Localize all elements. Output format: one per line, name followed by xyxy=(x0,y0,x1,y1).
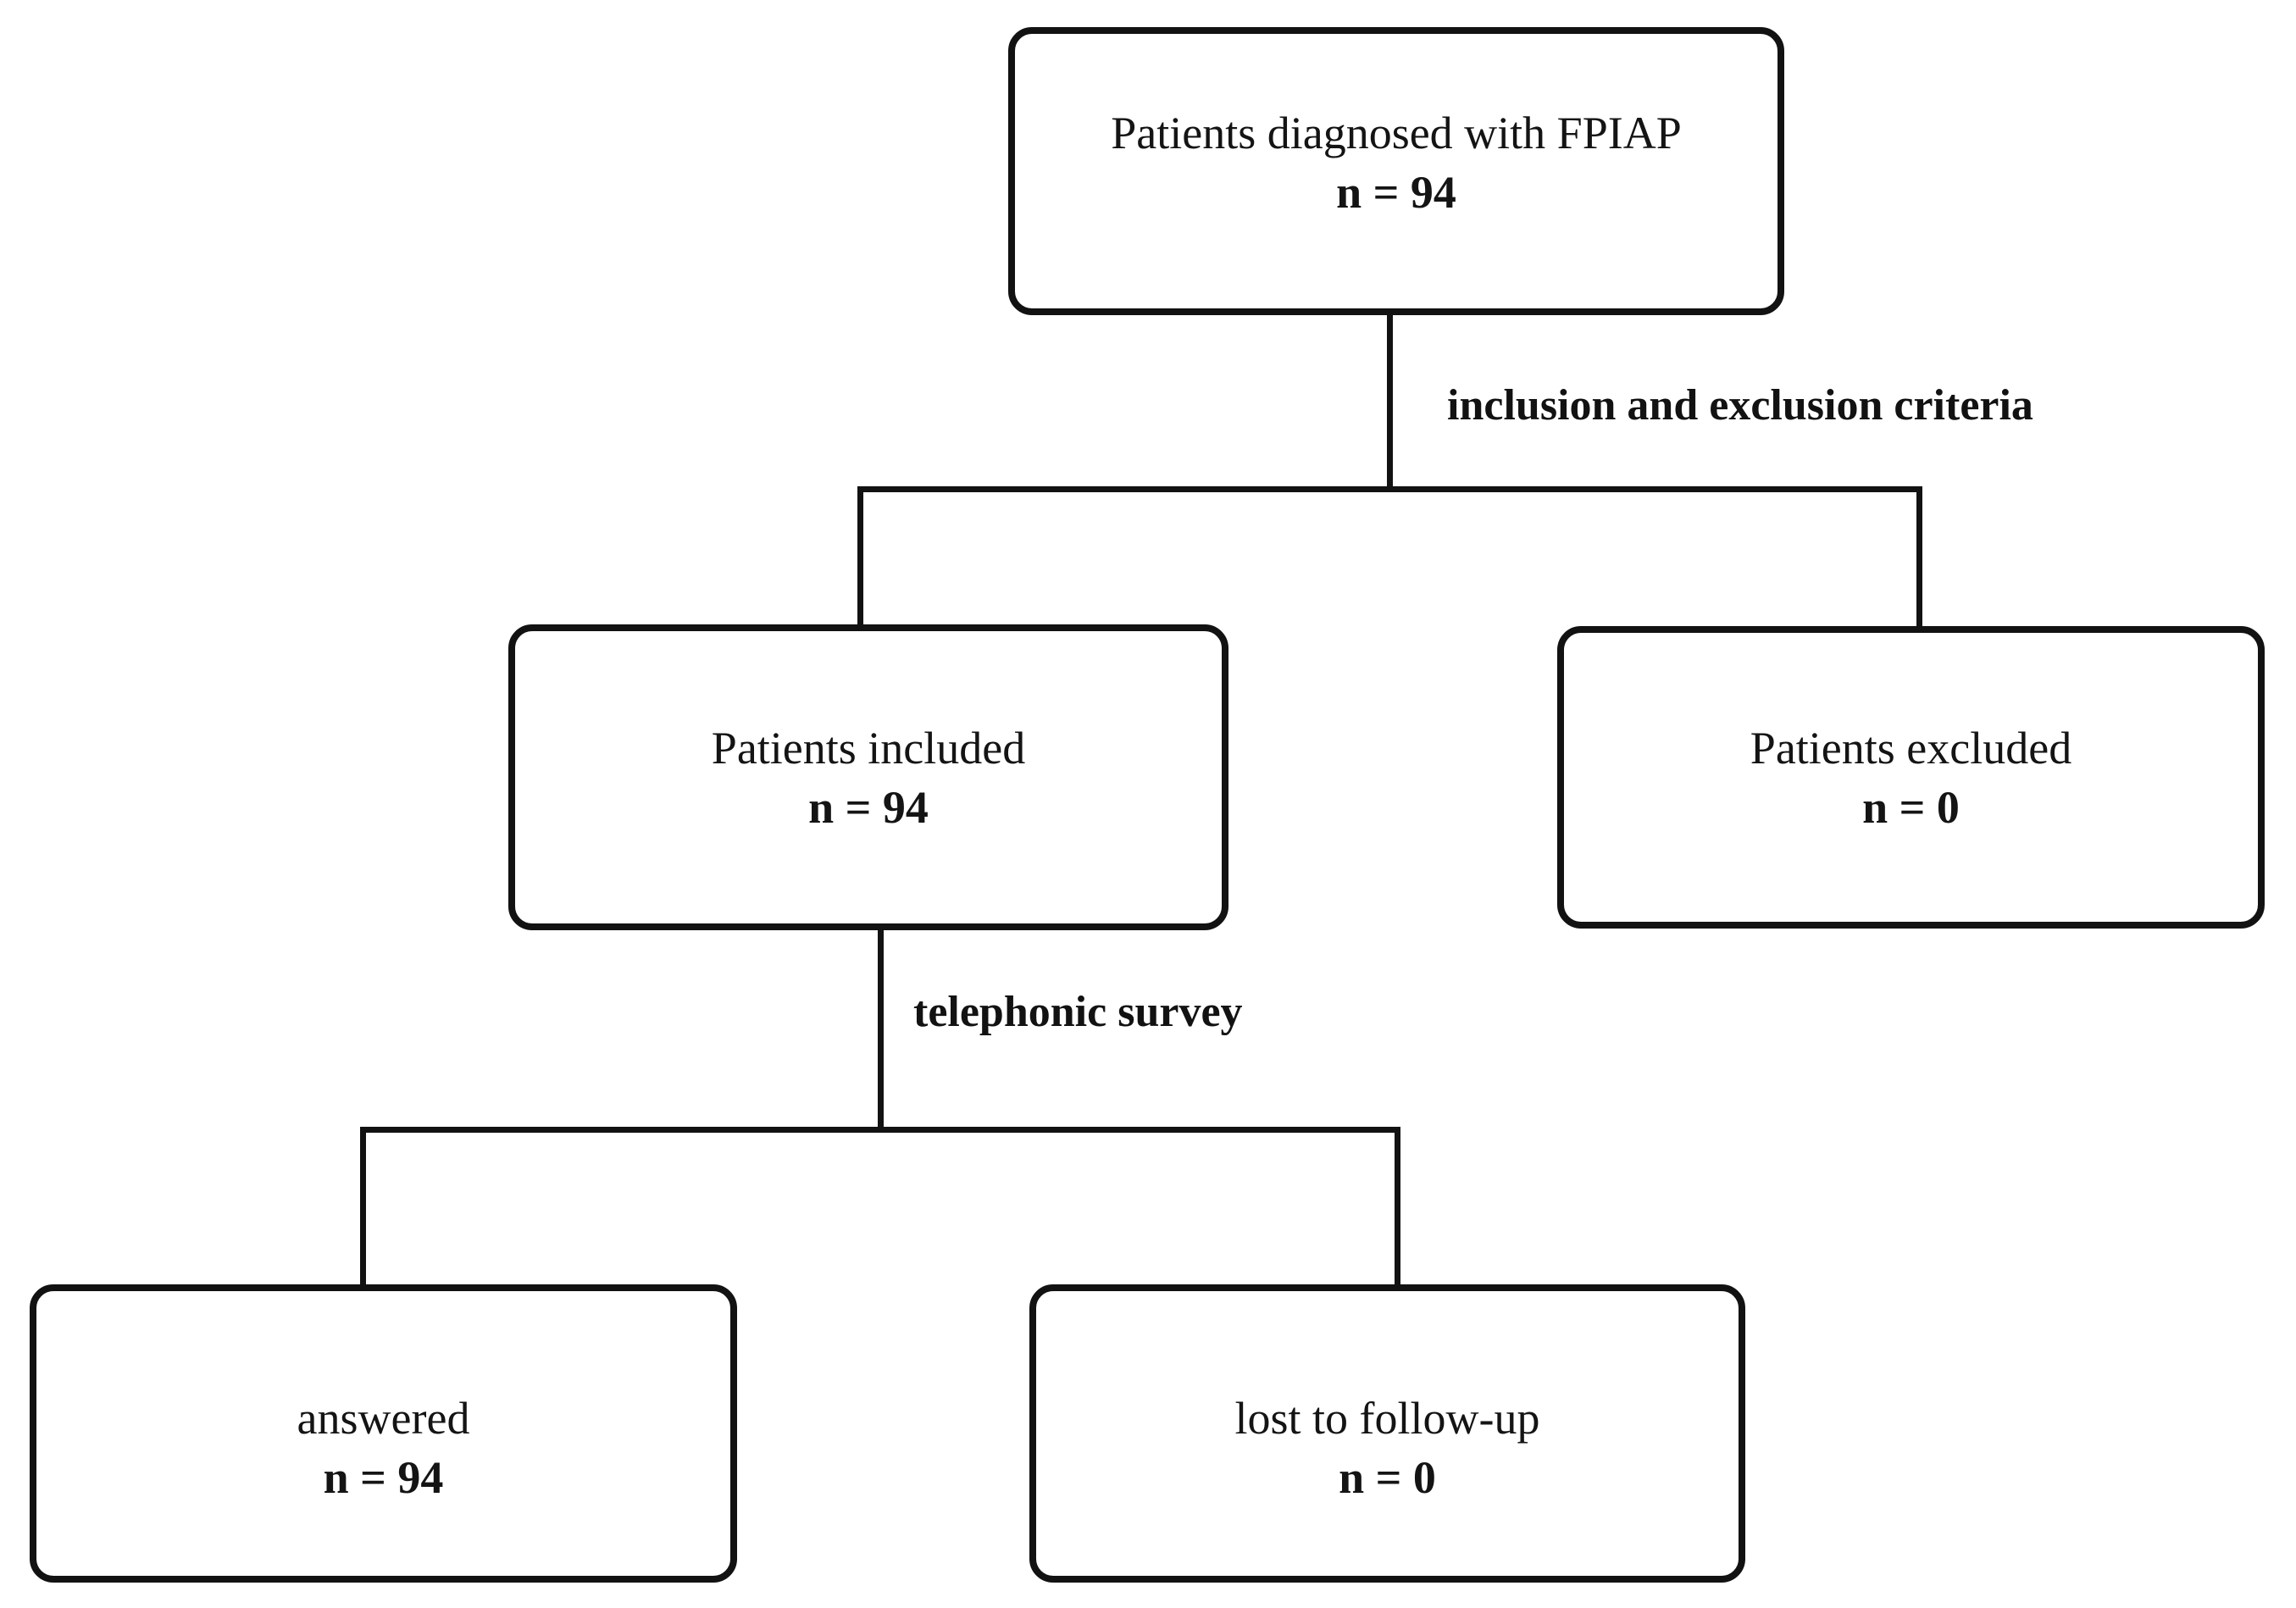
connector-branch2-right-down xyxy=(1395,1127,1400,1288)
node-answered: answered n = 94 xyxy=(30,1284,737,1583)
connector-branch1-right-down xyxy=(1916,486,1922,632)
node-patients-included-count: n = 94 xyxy=(808,781,929,833)
connector-branch2-horizontal xyxy=(360,1127,1400,1133)
node-patients-diagnosed-count: n = 94 xyxy=(1336,167,1456,218)
node-patients-diagnosed-text: Patients diagnosed with FPIAP xyxy=(1111,108,1682,158)
connector-branch1-left-down xyxy=(857,486,863,629)
node-answered-count: n = 94 xyxy=(323,1452,444,1503)
connector-diagnosed-down xyxy=(1387,312,1393,491)
node-lost-to-follow-up: lost to follow-up n = 0 xyxy=(1029,1284,1745,1583)
node-patients-included: Patients included n = 94 xyxy=(508,624,1228,930)
connector-included-down xyxy=(878,927,884,1132)
edge-label-inclusion-exclusion-criteria: inclusion and exclusion criteria xyxy=(1447,381,2033,430)
connector-branch2-left-down xyxy=(360,1127,366,1288)
node-patients-excluded-text: Patients excluded xyxy=(1750,722,2072,774)
node-patients-excluded-count: n = 0 xyxy=(1862,781,1960,833)
node-answered-text: answered xyxy=(297,1393,470,1444)
node-lost-to-follow-up-count: n = 0 xyxy=(1339,1452,1436,1503)
node-patients-excluded: Patients excluded n = 0 xyxy=(1557,626,2265,929)
edge-label-telephonic-survey: telephonic survey xyxy=(913,988,1243,1036)
node-patients-included-text: Patients included xyxy=(711,722,1026,774)
connector-branch1-horizontal xyxy=(857,486,1922,492)
node-patients-diagnosed-fpiap: Patients diagnosed with FPIAP n = 94 xyxy=(1008,27,1784,315)
node-lost-to-follow-up-text: lost to follow-up xyxy=(1234,1393,1540,1444)
